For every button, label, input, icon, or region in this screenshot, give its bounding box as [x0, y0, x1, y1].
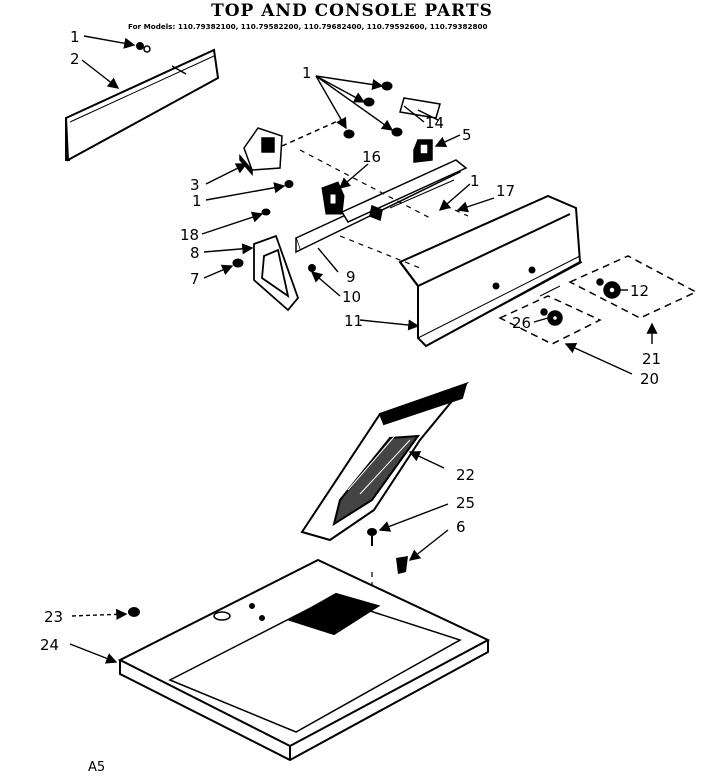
callout-1: 1: [302, 64, 312, 82]
callout-23: 23: [44, 608, 63, 626]
callout-1: 1: [192, 192, 202, 210]
screw-1: [136, 42, 151, 53]
rear-panel: [64, 48, 220, 162]
callout-11: 11: [344, 312, 363, 330]
page-title: TOP AND CONSOLE PARTS: [211, 1, 493, 21]
clip-bracket: [399, 97, 441, 121]
knob-group-20: [498, 295, 602, 345]
console-panel: [398, 194, 583, 348]
callout-12: 12: [630, 282, 649, 300]
screw-25: [367, 528, 377, 546]
callout-25: 25: [456, 494, 475, 512]
console-bracket: [295, 159, 468, 254]
top-panel-24: [117, 558, 491, 762]
part-6: [396, 556, 408, 574]
lint-filter-22: [300, 381, 470, 542]
screw-10: [308, 264, 316, 272]
callout-18: 18: [180, 226, 199, 244]
model-list: For Models: 110.79382100, 110.79582200, …: [128, 22, 488, 31]
callout-26: 26: [512, 314, 531, 332]
callout-3: 3: [190, 176, 200, 194]
switch-5: [413, 139, 433, 163]
callout-1: 1: [470, 172, 480, 190]
callout-14: 14: [425, 114, 444, 132]
callout-17: 17: [496, 182, 515, 200]
side-bracket-8: [253, 234, 300, 312]
callout-8: 8: [190, 244, 200, 262]
part-16: [321, 181, 345, 215]
callout-2: 2: [70, 50, 80, 68]
screw-23: [128, 607, 140, 617]
callout-7: 7: [190, 270, 200, 288]
callout-20: 20: [640, 370, 659, 388]
timer-switch: [239, 119, 341, 177]
callout-21: 21: [642, 350, 661, 368]
callout-22: 22: [456, 466, 475, 484]
callout-labels: 1 2 1 14 5 16 3 1 1 17 18 8 7 9 10 11 12…: [40, 28, 661, 654]
callout-10: 10: [342, 288, 361, 306]
callout-24: 24: [40, 636, 59, 654]
leader-lines: [69, 35, 658, 664]
screw-group-top: [232, 81, 403, 268]
callout-6: 6: [456, 518, 466, 536]
callout-16: 16: [362, 148, 381, 166]
callout-1: 1: [70, 28, 80, 46]
callout-5: 5: [462, 126, 472, 144]
page-id: A5: [88, 760, 106, 775]
callout-9: 9: [346, 268, 356, 286]
